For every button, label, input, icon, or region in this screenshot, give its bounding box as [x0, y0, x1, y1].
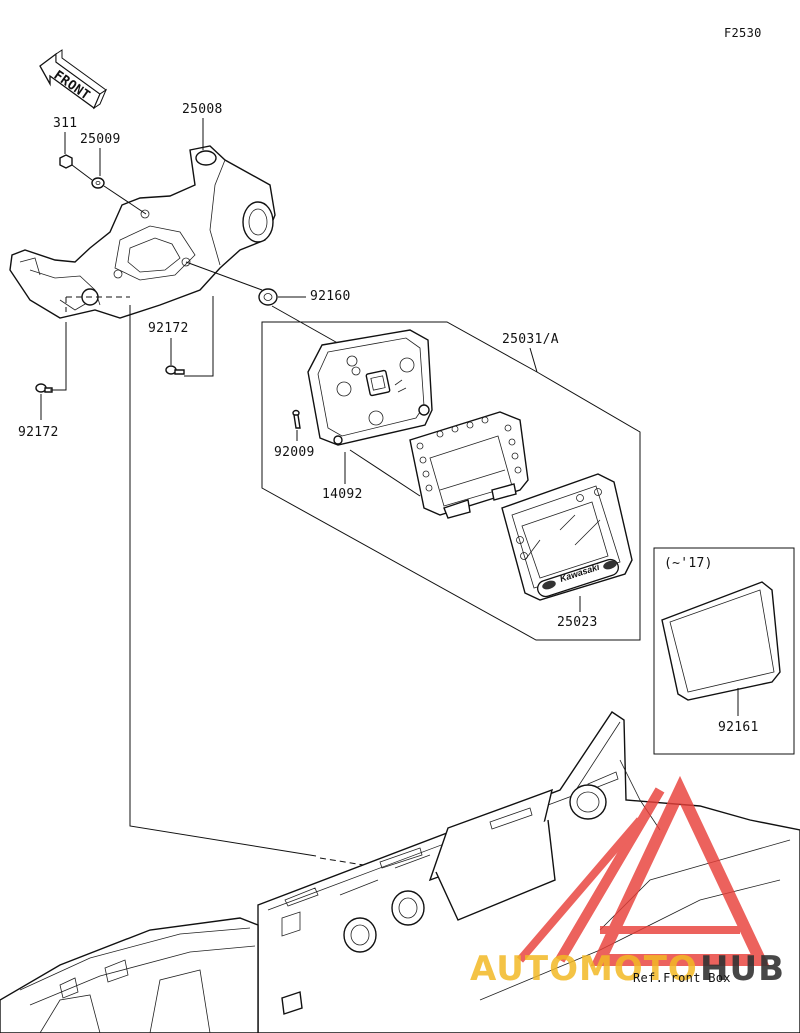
- label-92172-a: 92172: [148, 321, 189, 336]
- label-25031: 25031/A: [502, 332, 559, 347]
- grommet-92160: [258, 288, 278, 306]
- meter-cover-25023: Kawasaki: [501, 473, 633, 601]
- diagram-code: F2530: [724, 26, 762, 40]
- frame-rails: [0, 917, 259, 1033]
- front-arrow-icon: FRONT: [39, 49, 108, 110]
- screw-92172-a: [165, 365, 185, 375]
- gasket-92161: [661, 581, 781, 701]
- inset-note: (~'17): [664, 556, 713, 571]
- label-25009: 25009: [80, 132, 121, 147]
- nut-311: [59, 154, 73, 169]
- label-311: 311: [53, 116, 77, 131]
- meter-bracket-25008: [9, 145, 276, 319]
- ref-note: Ref.Front Box: [633, 971, 731, 985]
- label-14092: 14092: [322, 487, 363, 502]
- screw-92009: [292, 409, 301, 429]
- watermark-text-hub: HUB: [700, 949, 785, 989]
- meter-housing-14092: [307, 329, 433, 446]
- label-92160: 92160: [310, 289, 351, 304]
- watermark-logo: [516, 775, 770, 966]
- inset-box: [653, 547, 795, 755]
- label-92161: 92161: [718, 720, 759, 735]
- washer-25009: [91, 177, 105, 189]
- watermark-text-automoto: AUTOMOTO: [470, 949, 698, 989]
- front-box-dashboard: [257, 711, 800, 1033]
- label-25008: 25008: [182, 102, 223, 117]
- label-25023: 25023: [557, 615, 598, 630]
- lcd-panel: [409, 411, 529, 519]
- assembly-outline: [261, 321, 641, 641]
- screw-92172-b: [35, 383, 53, 393]
- label-92172-b: 92172: [18, 425, 59, 440]
- label-92009: 92009: [274, 445, 315, 460]
